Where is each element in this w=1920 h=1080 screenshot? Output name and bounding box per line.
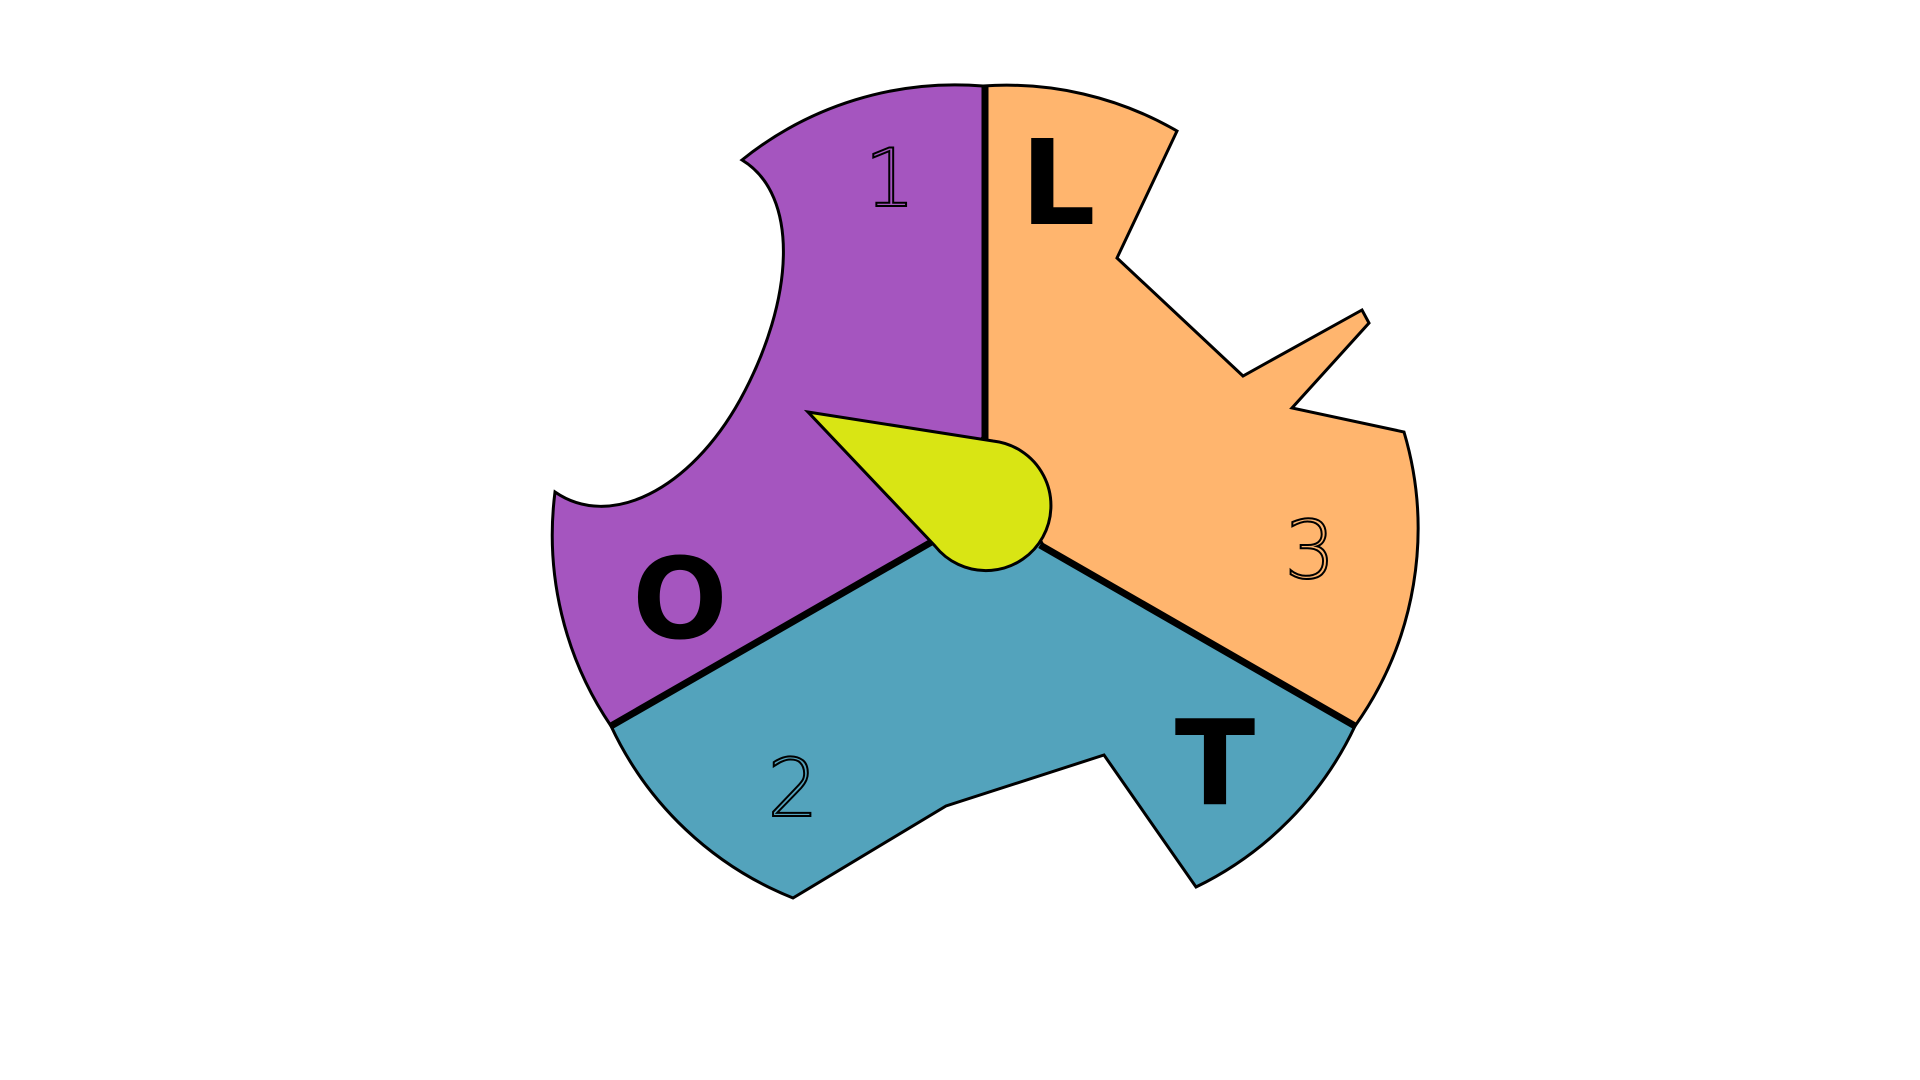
- purple-sector: [550, 83, 985, 728]
- divider-left: [609, 536, 937, 730]
- divider-right: [1038, 541, 1357, 730]
- letter-t: T: [1175, 694, 1256, 832]
- number-2: 2: [768, 742, 819, 835]
- letter-o: O: [632, 535, 727, 665]
- spinner-pointer[interactable]: [803, 409, 1053, 573]
- number-1: 1: [865, 132, 916, 225]
- number-3: 3: [1285, 504, 1336, 597]
- orange-sector: [981, 83, 1420, 728]
- letter-l: L: [1020, 114, 1095, 252]
- teal-sector: [609, 433, 1357, 900]
